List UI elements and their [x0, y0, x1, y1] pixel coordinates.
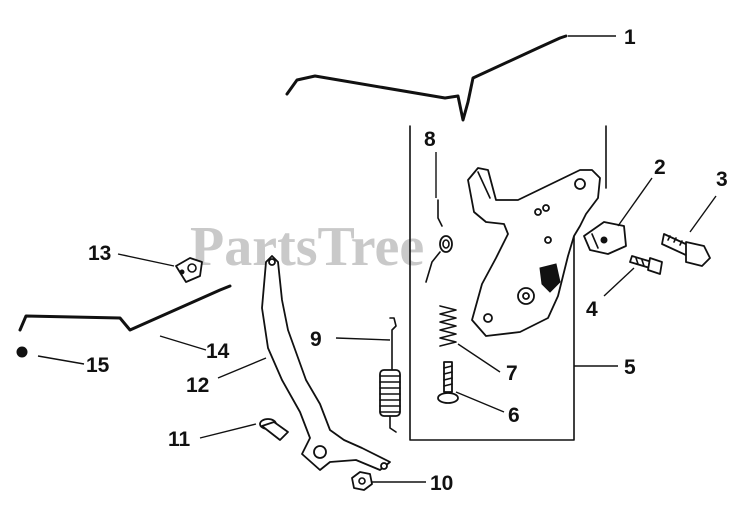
- part-3-hex-bolt: [661, 233, 711, 267]
- callout-12: 12: [186, 374, 209, 397]
- leader-7: [457, 343, 501, 373]
- part-8-torsion-spring: [425, 199, 453, 283]
- part-11-shoulder-bolt: [259, 418, 289, 441]
- leader-12: [217, 357, 267, 379]
- part-7-spring: [439, 305, 457, 347]
- leader-14: [159, 335, 207, 351]
- part-14-throttle-rod: [18, 284, 232, 332]
- callout-9: 9: [310, 328, 322, 351]
- leader-15: [37, 355, 85, 365]
- part-5-control-bracket: [467, 167, 601, 337]
- callout-10: 10: [430, 472, 453, 495]
- part-10-nut: [351, 471, 373, 491]
- callout-4: 4: [586, 298, 598, 321]
- leader-4: [603, 267, 635, 297]
- leader-11: [199, 423, 257, 439]
- callout-5: 5: [624, 356, 636, 379]
- leader-3: [689, 195, 717, 233]
- callout-2: 2: [654, 156, 666, 179]
- leader-6: [455, 391, 505, 413]
- callout-13: 13: [88, 242, 111, 265]
- part-6-bolt: [437, 361, 459, 404]
- callout-11: 11: [168, 428, 191, 451]
- part-2-clip: [583, 221, 627, 255]
- callout-6: 6: [508, 404, 520, 427]
- callout-15: 15: [86, 354, 110, 377]
- part-15-nut: [16, 346, 28, 358]
- part-9-extension-spring: [379, 317, 401, 433]
- callout-14: 14: [206, 340, 230, 363]
- part-13-clamp: [175, 257, 203, 283]
- part-12-control-lever: [261, 255, 391, 471]
- callout-labels: 1 2 3 4 5 6 7 8 9 10 11 12 13 14 15: [86, 26, 728, 495]
- leader-13: [117, 253, 175, 267]
- leader-lines: [37, 35, 717, 483]
- part-5-housing-outline: [409, 125, 607, 441]
- leader-2: [617, 177, 653, 227]
- callout-1: 1: [624, 26, 636, 49]
- leader-9: [335, 337, 391, 341]
- callout-8: 8: [424, 128, 436, 151]
- callout-7: 7: [506, 362, 518, 385]
- part-4-screw: [629, 255, 663, 275]
- watermark: PartsTree: [190, 216, 424, 278]
- callout-3: 3: [716, 168, 728, 191]
- part-1-governor-rod: [285, 34, 568, 122]
